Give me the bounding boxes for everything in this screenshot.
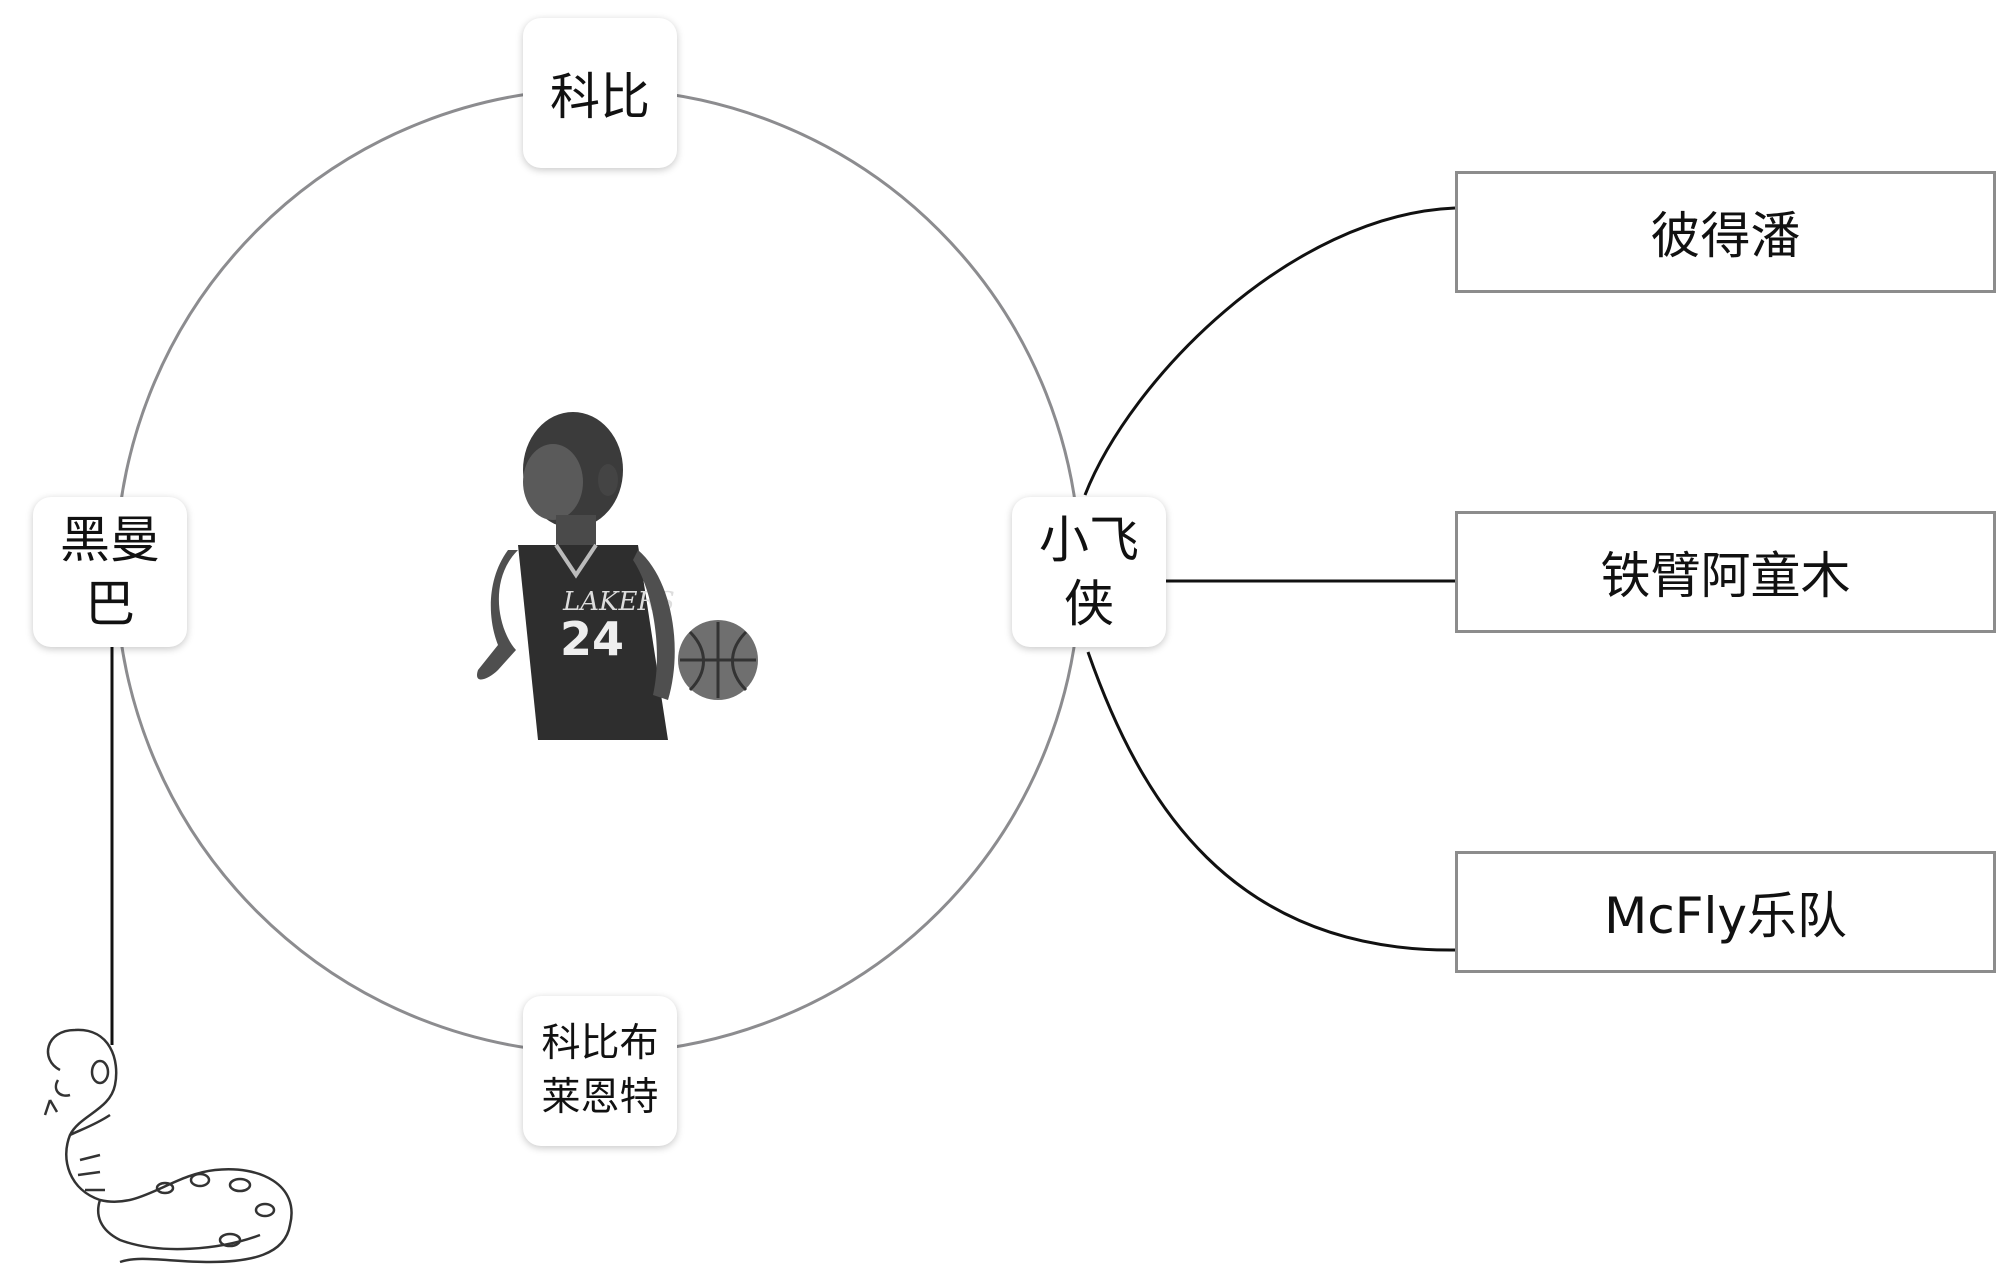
node-kobe-label: 科比	[550, 68, 650, 126]
branch-box-mcfly[interactable]: McFly乐队	[1455, 851, 1996, 973]
svg-text:24: 24	[560, 612, 624, 666]
node-little-flyer-label: 小飞侠	[1039, 511, 1139, 633]
branch-label: McFly乐队	[1604, 887, 1847, 945]
node-black-mamba[interactable]: 黑曼巴	[33, 497, 187, 647]
branch-label: 铁臂阿童木	[1600, 547, 1851, 605]
branch-label: 彼得潘	[1650, 207, 1801, 265]
connector-mcfly	[1086, 651, 1456, 952]
branch-box-astroboy[interactable]: 铁臂阿童木	[1455, 511, 1996, 633]
node-black-mamba-label: 黑曼巴	[60, 511, 160, 633]
snake-illustration	[43, 1028, 293, 1264]
branch-box-peterpan[interactable]: 彼得潘	[1455, 171, 1996, 293]
connector-peterpan	[1083, 206, 1456, 496]
basketball-player-illustration: LAKERS 24	[477, 412, 758, 740]
node-kobe-bryant[interactable]: 科比布莱恩特	[523, 996, 677, 1146]
node-little-flyer[interactable]: 小飞侠	[1012, 497, 1166, 647]
node-kobe-bryant-label: 科比布莱恩特	[541, 1021, 659, 1120]
node-kobe[interactable]: 科比	[523, 18, 677, 168]
